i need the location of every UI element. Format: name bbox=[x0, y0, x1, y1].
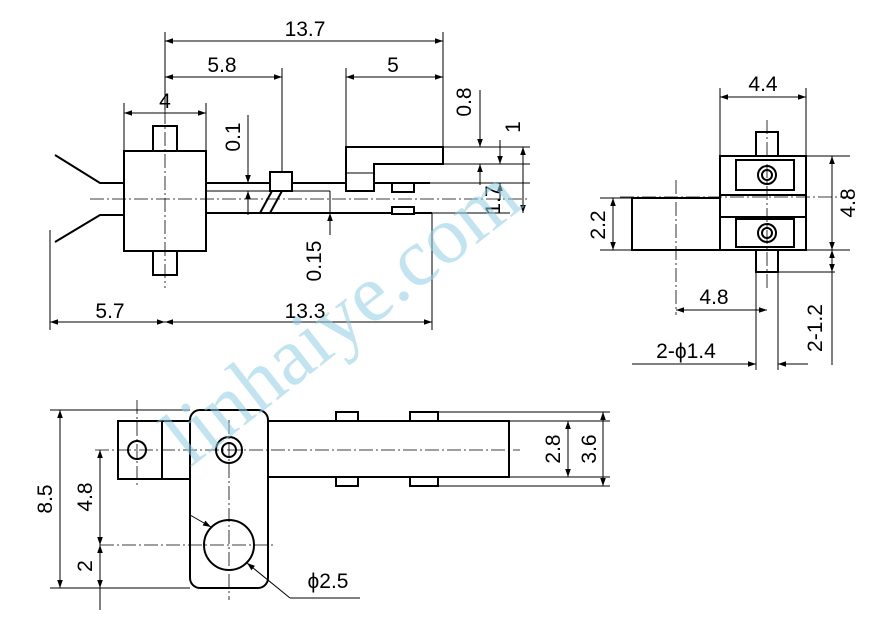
dim-13-7: 13.7 bbox=[285, 18, 326, 41]
plan-tab-2 bbox=[409, 411, 439, 422]
tab-top bbox=[391, 182, 415, 193]
dim-4-8-plan: 4.8 bbox=[74, 482, 97, 511]
dim-8-5: 8.5 bbox=[34, 484, 57, 513]
plan-tab-1 bbox=[335, 411, 359, 422]
dim-2: 2 bbox=[74, 560, 97, 572]
dim-line-phi-2-5 bbox=[189, 514, 212, 528]
side-view: 4.4 4.8 2.2 4.8 2-1.2 2-ϕ1.4 bbox=[587, 73, 860, 370]
dim-13-3: 13.3 bbox=[285, 300, 326, 323]
latch-arm2 bbox=[269, 190, 283, 214]
dim-2-2: 2.2 bbox=[587, 210, 610, 239]
dim-1: 1 bbox=[502, 121, 525, 133]
plan-view: 8.5 4.8 2 2.8 3.6 ϕ2.5 bbox=[34, 400, 610, 610]
dim-4-8-side: 4.8 bbox=[837, 188, 860, 217]
dim-phi-2-5: ϕ2.5 bbox=[308, 570, 349, 593]
latch-arm bbox=[259, 190, 273, 214]
lead-upper bbox=[54, 154, 128, 184]
dim-5-8: 5.8 bbox=[207, 54, 236, 77]
dim-5-7: 5.7 bbox=[95, 300, 124, 323]
latch bbox=[269, 171, 293, 192]
dim-0-15: 0.15 bbox=[303, 241, 326, 282]
dim-1-7: 1.7 bbox=[482, 185, 505, 214]
dim-2-1-2: 2-1.2 bbox=[804, 304, 827, 352]
plan-tab-4 bbox=[409, 476, 439, 487]
dim-4-8-bottom: 4.8 bbox=[699, 286, 728, 309]
lead-lower bbox=[54, 214, 128, 243]
dim-3-6: 3.6 bbox=[578, 434, 601, 463]
dim-2-phi-1-4: 2-ϕ1.4 bbox=[656, 340, 716, 363]
tab-bottom bbox=[391, 206, 415, 215]
dim-4-4: 4.4 bbox=[748, 73, 778, 96]
dim-5: 5 bbox=[387, 54, 399, 77]
plan-tab-3 bbox=[335, 476, 359, 487]
dim-2-8: 2.8 bbox=[542, 434, 565, 463]
dim-4: 4 bbox=[159, 90, 171, 113]
plan-arm bbox=[267, 420, 510, 478]
front-view: 13.7 5.8 5 4 0.1 0.8 1 1.7 0.15 5.7 13.3 bbox=[49, 18, 530, 330]
dim-0-8: 0.8 bbox=[453, 87, 476, 116]
dim-0-1: 0.1 bbox=[222, 122, 245, 151]
